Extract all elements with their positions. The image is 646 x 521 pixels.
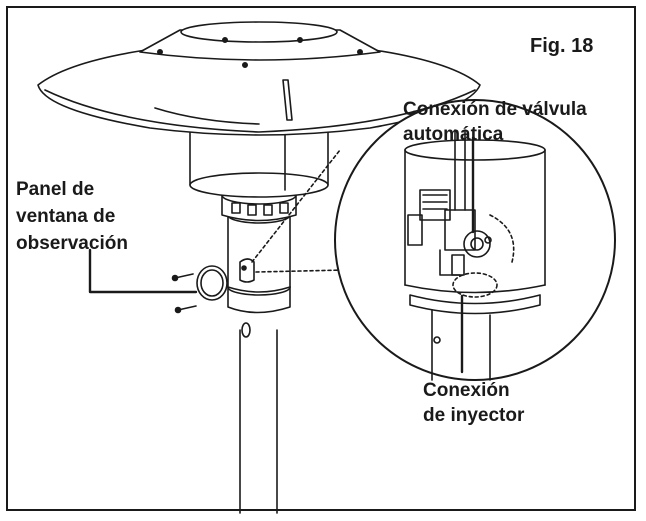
magnifier-connectors bbox=[251, 149, 346, 273]
detail-magnifier bbox=[334, 99, 616, 381]
callout-line: de inyector bbox=[423, 405, 525, 426]
post bbox=[239, 329, 278, 514]
callout-line: ventana de bbox=[16, 206, 116, 227]
callout-line: observación bbox=[16, 233, 128, 254]
callout-line: Conexión bbox=[423, 380, 510, 401]
callout-line: Conexión de válvula bbox=[403, 99, 587, 120]
viewing-window-panel bbox=[171, 265, 228, 314]
reflector-hood bbox=[37, 21, 481, 136]
callout-line: Panel de bbox=[16, 179, 95, 200]
injector-callout: Conexión de inyector bbox=[423, 378, 524, 428]
panel-leader-line bbox=[88, 248, 198, 294]
detail-internals bbox=[404, 129, 546, 381]
auto-valve-callout: Conexión de válvula automática bbox=[403, 97, 587, 147]
viewing-panel-callout: Panel de ventana de observación bbox=[16, 176, 128, 257]
callout-line: automática bbox=[403, 124, 504, 145]
figure-number: Fig. 18 bbox=[530, 35, 594, 57]
emitter bbox=[189, 119, 329, 198]
